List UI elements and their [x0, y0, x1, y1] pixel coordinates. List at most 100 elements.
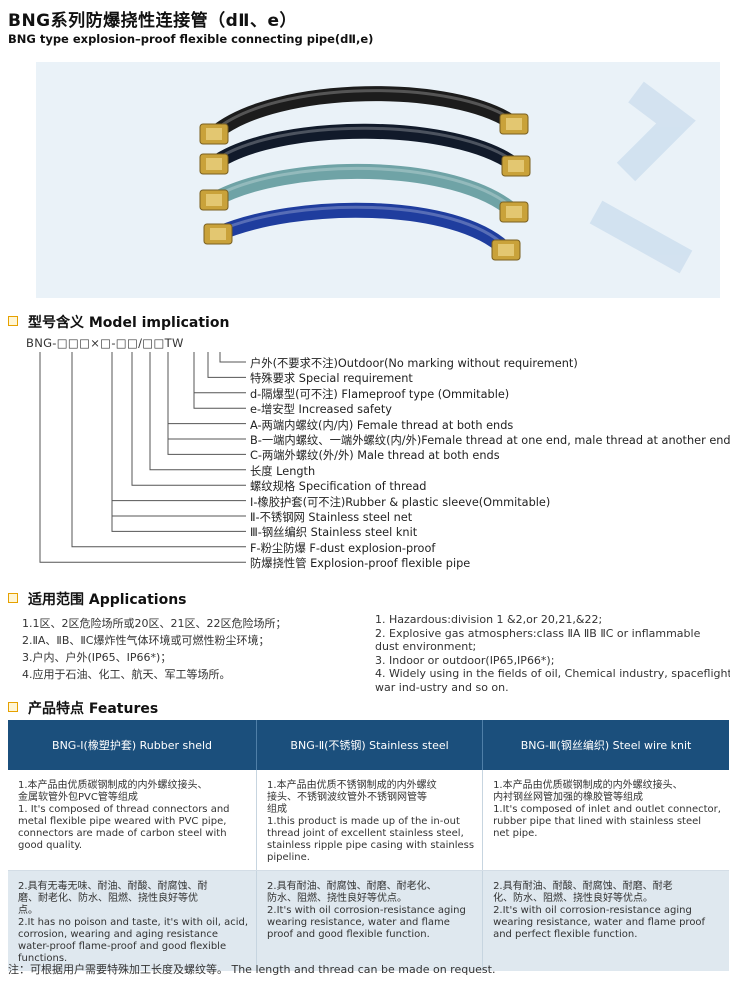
fitting-nut-icon: [498, 244, 514, 256]
hose-illustration: [199, 81, 696, 274]
model-connector-lines: [39, 352, 246, 563]
connector-line: [167, 352, 246, 455]
cell-text: 内衬钢丝网管加强的橡胶管等组成: [493, 792, 644, 803]
bullet-icon: [8, 316, 18, 326]
connector-line: [71, 352, 246, 548]
cell-text: functions.: [18, 953, 68, 964]
page-title: BNG系列防爆挠性连接管（dⅡ、e）: [8, 11, 298, 31]
hose: [206, 123, 524, 174]
model-item: B-一端内螺纹、一端外螺纹(内/外)Female thread at one e…: [250, 434, 730, 447]
cell-text: 化、防水、阻燃、挠性良好等优点。: [493, 893, 654, 904]
cell-text: connectors are made of carbon steel with: [18, 828, 227, 839]
connector-line: [167, 352, 246, 440]
model-code: BNG-□□□×□-□□/□□TW: [26, 336, 184, 350]
column-header-stainless: BNG-Ⅱ(不锈钢) Stainless steel: [256, 720, 484, 770]
app-en-1: 1. Hazardous:division 1 &2,or 20,21,&22;: [375, 613, 603, 626]
cell-text: wearing resistance, water and flame: [267, 917, 450, 928]
cell-text: 2.It's with oil corrosion-resistance agi…: [267, 905, 466, 916]
cell-text: good quality.: [18, 840, 83, 851]
model-item: 户外(不要求不注)Outdoor(No marking without requ…: [250, 357, 578, 370]
cell-text: 1.本产品由优质不锈钢制成的内外螺纹: [267, 780, 437, 791]
app-en-4b: war ind-ustry and so on.: [375, 680, 509, 694]
connector-line: [111, 352, 246, 532]
cell-text: 组成: [267, 804, 288, 815]
model-item: F-粉尘防爆 F-dust explosion-proof: [250, 541, 436, 555]
table-row: 2.具有无毒无味、耐油、耐酸、耐腐蚀、耐 磨、耐老化、防水、阻燃、挠性良好等优 …: [8, 870, 729, 971]
hose-highlight: [213, 166, 515, 211]
cell-r2-c1: 2.具有无毒无味、耐油、耐酸、耐腐蚀、耐 磨、耐老化、防水、阻燃、挠性良好等优 …: [8, 870, 258, 971]
cell-text: 接头、不锈钢波纹管外不锈钢网管等: [267, 792, 428, 803]
column-header-steel-wire: BNG-Ⅲ(钢丝编织) Steel wire knit: [482, 720, 729, 770]
app-cn-1: 1.1区、2区危险场所或20区、21区、22区危险场所；: [22, 617, 287, 630]
cell-text: 2.It's with oil corrosion-resistance agi…: [493, 905, 692, 916]
fitting-nut-icon: [206, 158, 222, 170]
connector-line: [219, 352, 246, 363]
cell-text: 1.本产品由优质碳钢制成的内外螺纹接头、: [18, 780, 208, 791]
hose: [206, 86, 522, 142]
model-item: C-两端外螺纹(外/外) Male thread at both ends: [250, 449, 500, 463]
fitting-nut-icon: [206, 194, 222, 206]
model-item: A-两端内螺纹(内/内) Female thread at both ends: [250, 418, 514, 432]
app-en-4: 4. Widely using in the fields of oil, Ch…: [375, 667, 730, 680]
bullet-icon: [8, 702, 18, 712]
applications-cn: 1.1区、2区危险场所或20区、21区、22区危险场所； 2.ⅡA、ⅡB、ⅡC爆…: [22, 615, 286, 683]
app-cn-4: 4.应用于石油、化工、航天、军工等场所。: [22, 668, 231, 681]
page-subtitle: BNG type explosion–proof flexible connec…: [8, 32, 374, 46]
cell-text: 2.It has no poison and taste, it's with …: [18, 917, 249, 928]
hose: [206, 163, 522, 220]
cell-text: metal flexible pipe weared with PVC pipe…: [18, 816, 227, 827]
connector-line: [39, 352, 246, 563]
model-item: Ⅲ-钢丝编织 Stainless steel knit: [250, 526, 418, 540]
cell-text: wearing resistance, water and flame proo…: [493, 917, 706, 928]
hose-highlight: [213, 126, 517, 165]
connector-line: [207, 352, 246, 378]
cell-r2-c3: 2.具有耐油、耐酸、耐腐蚀、耐磨、耐老 化、防水、阻燃、挠性良好等优点。2.It…: [482, 870, 729, 971]
cell-text: net pipe.: [493, 828, 538, 839]
cell-text: corrosion, wearing and aging resistance: [18, 929, 218, 940]
fitting-nut-icon: [210, 228, 226, 240]
features-heading: 产品特点 Features: [8, 698, 158, 718]
model-item: e-增安型 Increased safety: [250, 403, 392, 417]
cell-text: pipeline.: [267, 852, 310, 863]
model-item: 特殊要求 Special requirement: [250, 372, 413, 386]
cell-text: 防水、阻燃、挠性良好等优点。: [267, 893, 408, 904]
hose-highlight: [213, 89, 515, 133]
fitting-nut-icon: [206, 128, 222, 140]
model-item: Ⅱ-不锈钢网 Stainless steel net: [250, 511, 413, 524]
cell-text: rubber pipe that lined with stainless st…: [493, 816, 702, 827]
cell-text: and perfect flexible function.: [493, 929, 638, 940]
app-en-2: 2. Explosive gas atmosphers:class ⅡA ⅡB …: [375, 626, 701, 640]
cell-text: 1.It's composed of inlet and outlet conn…: [493, 804, 721, 815]
model-item: 防爆挠性管 Explosion-proof flexible pipe: [250, 557, 471, 571]
bullet-icon: [8, 593, 18, 603]
cell-text: 1.this product is made up of the in-out: [267, 816, 460, 827]
cell-text: 1. It's composed of thread connectors an…: [18, 804, 230, 815]
fitting-nut-icon: [506, 206, 522, 218]
connector-line: [167, 352, 246, 425]
features-table: BNG-Ⅰ(橡塑护套) Rubber sheld BNG-Ⅱ(不锈钢) Stai…: [8, 720, 729, 971]
footer-note: 注：可根据用户需要特殊加工长度及螺纹等。 The length and thre…: [8, 963, 496, 976]
model-item: 螺纹规格 Specification of thread: [250, 480, 427, 494]
cell-text: proof and good flexible function.: [267, 929, 430, 940]
app-en-2b: dust environment;: [375, 640, 477, 653]
cell-text: 磨、耐老化、防水、阻燃、挠性良好等优: [18, 893, 198, 904]
cell-text: water-proof flame-proof and good flexibl…: [18, 941, 227, 952]
model-item: d-隔爆型(可不注) Flameproof type (Ommitable): [250, 387, 510, 401]
cell-text: 点。: [18, 905, 38, 916]
cell-text: stainless ripple pipe casing with stainl…: [267, 840, 475, 851]
hose-highlight: [217, 205, 508, 249]
column-header-rubber: BNG-Ⅰ(橡塑护套) Rubber sheld: [8, 720, 258, 770]
model-item: Ⅰ-橡胶护套(可不注)Rubber & plastic sleeve(Ommit…: [250, 495, 551, 509]
cell-text: 2.具有耐油、耐腐蚀、耐磨、耐老化、: [267, 881, 437, 892]
cell-text: 1.本产品由优质碳钢制成的内外螺纹接头、: [493, 780, 683, 791]
applications-en: 1. Hazardous:division 1 &2,or 20,21,&22;…: [375, 613, 730, 694]
connector-line: [149, 352, 246, 471]
app-cn-2: 2.ⅡA、ⅡB、ⅡC爆炸性气体环境或可燃性粉尘环境；: [22, 634, 270, 647]
cell-r2-c2: 2.具有耐油、耐腐蚀、耐磨、耐老化、 防水、阻燃、挠性良好等优点。2.It's …: [256, 870, 484, 971]
app-cn-3: 3.户内、户外(IP65、IP66*)；: [22, 651, 172, 664]
cell-text: 2.具有无毒无味、耐油、耐酸、耐腐蚀、耐: [18, 881, 208, 892]
model-heading: 型号含义 Model implication: [8, 312, 229, 332]
